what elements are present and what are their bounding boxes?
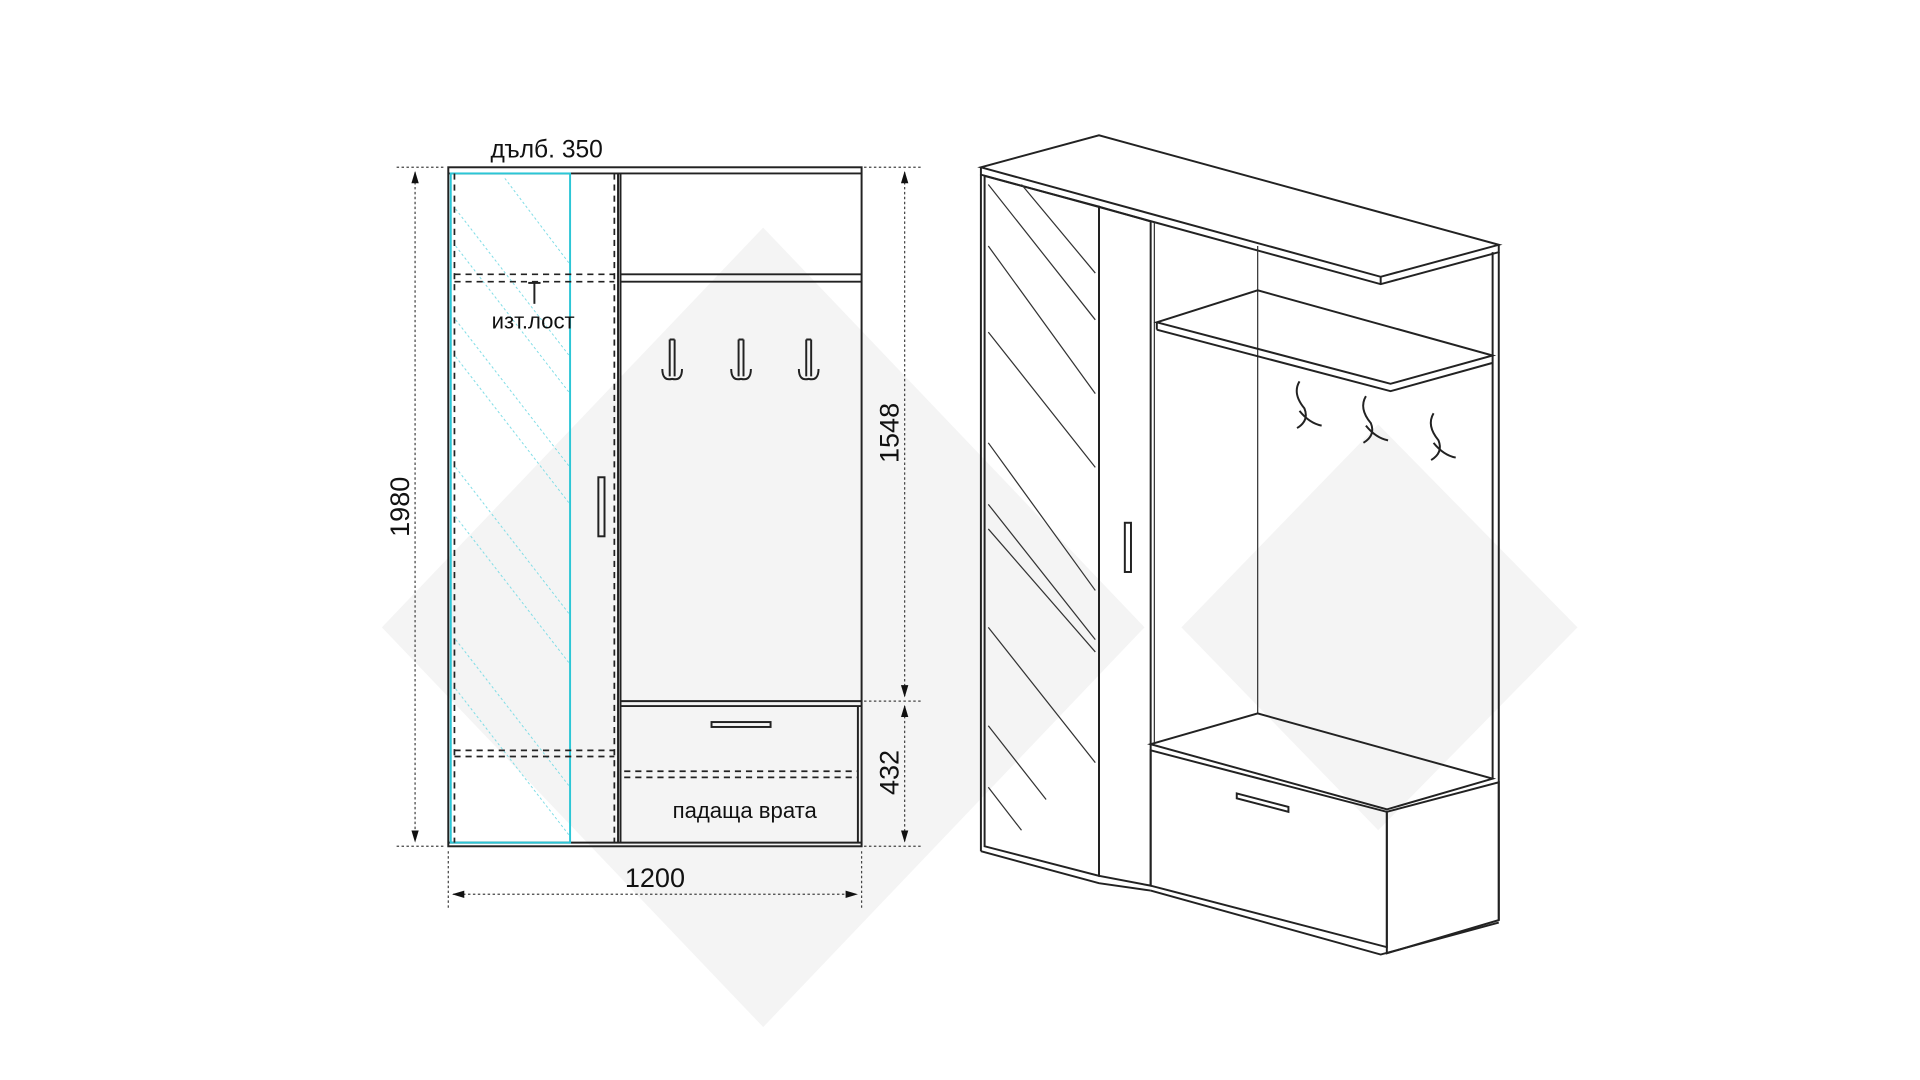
height-total: 1980 [385,477,415,537]
mirror-reflections [987,184,1096,831]
depth-label: дълб. 350 [491,136,603,163]
width-total: 1200 [625,863,685,893]
door-handle-3d [1123,521,1132,573]
door-handle [597,476,606,538]
rod-marker [528,281,541,304]
rod-label: изт.лост [492,308,575,333]
height-upper: 1548 [874,403,904,463]
watermark [381,227,1578,1028]
hooks [661,338,820,381]
drawer-handle [710,721,772,728]
hooks-3d [1295,380,1456,461]
drawer-handle-3d [1235,792,1290,814]
dimensions: 1980 1548 432 1200 [385,166,921,908]
mirror-door [449,172,572,844]
height-lower: 432 [874,750,904,795]
perspective-view [977,134,1503,956]
drawer-label: падаща врата [673,798,818,823]
front-view: дълб. 350 изт.лост падаща врата [447,136,863,848]
